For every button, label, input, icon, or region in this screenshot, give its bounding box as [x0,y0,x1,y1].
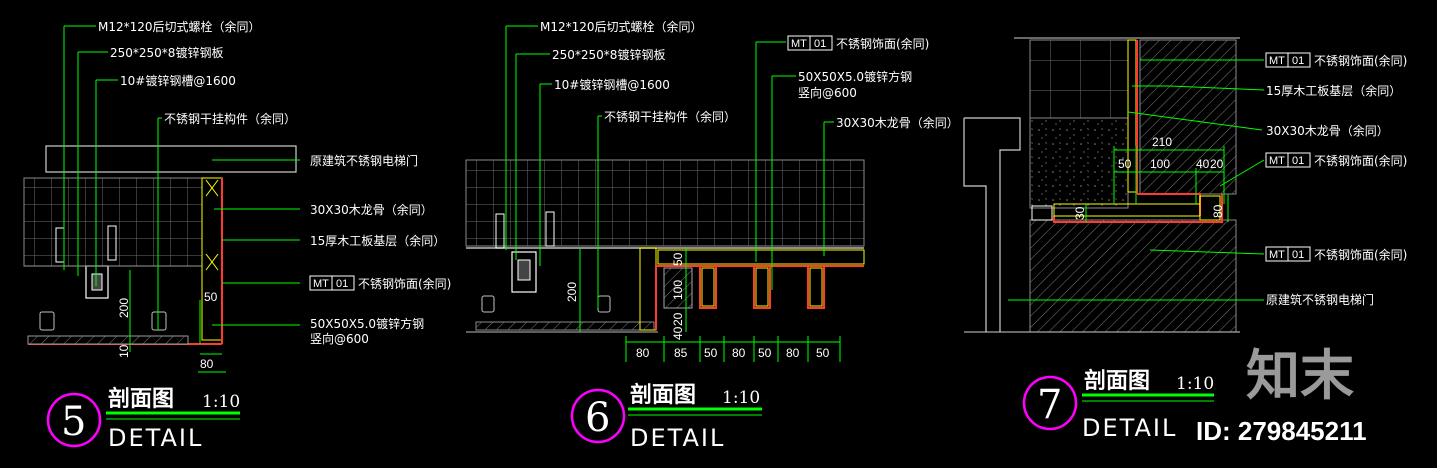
detail-number-5: 5 [61,399,86,445]
svg-text:01: 01 [1292,55,1304,67]
dim-200: 200 [117,298,131,318]
watermark-id: ID: 279845211 [1196,416,1367,446]
detail-number-6: 6 [585,395,610,441]
detail-7: MT 01 不锈钢饰面(余同) 15厚木工板基层（余同） 30X30木龙骨（余同… [963,37,1407,442]
dim-80a-6: 80 [636,346,650,360]
svg-text:01: 01 [336,278,348,290]
leader-lines-6 [505,25,834,308]
watermark-brand: 知末 [1246,344,1354,407]
watermark: 知末 ID: 279845211 [1196,344,1367,446]
material-tag-5: MT 01 [309,275,355,291]
section-title-7: 剖面图 [1084,368,1150,394]
callout-vertical-spacing-6: 竖向@600 [798,85,857,100]
detail-number-circle-5 [46,392,102,448]
dim-20-6: 20 [671,312,685,326]
svg-text:MT: MT [791,38,807,50]
detail-number-circle-7 [1022,375,1078,431]
dim-20-7: 20 [1210,157,1224,171]
dim-80c-6: 80 [786,346,800,360]
callout-plywood-base-7: 15厚木工板基层（余同） [1266,83,1401,98]
leader-lines-7 [1008,59,1265,301]
dim-100-7: 100 [1150,157,1170,171]
detail-number-circle-6 [570,388,626,444]
section-scale-5: 1:10 [202,392,240,412]
callout-wood-keel-7: 30X30木龙骨（余同） [1266,123,1389,138]
dim-85-6: 85 [674,346,688,360]
dim-50-6: 50 [671,252,685,266]
detail-label-5: DETAIL [108,424,203,452]
material-tag-7c: MT 01 [1265,246,1311,262]
svg-text:01: 01 [814,38,826,50]
callout-steel-plate: 250*250*8镀锌钢板 [110,46,223,60]
dim-30-7: 30 [1073,206,1087,220]
dim-80: 80 [200,357,214,371]
finish-profile-6 [655,265,864,330]
dim-80b-6: 80 [732,346,746,360]
callout-steel-plate-6: 250*250*8镀锌钢板 [552,48,665,62]
dim-50: 50 [204,290,218,304]
elevator-door-outline [45,145,297,173]
section-title-6: 剖面图 [630,382,696,408]
wood-keel-layer [201,177,223,341]
dim-40-7: 40 [1196,157,1210,171]
dim-50c-6: 50 [816,346,830,360]
callout-hanging-part: 不锈钢干挂构件（余同） [164,111,296,126]
detail-number-7: 7 [1037,382,1062,428]
callout-square-tube: 50X50X5.0镀锌方钢 [310,316,424,331]
callout-steel-finish-7c: 不锈钢饰面(余同) [1314,247,1407,262]
callout-hanging-part-6: 不锈钢干挂构件（余同） [604,109,736,124]
dim-50b-6: 50 [758,346,772,360]
dim-50-7: 50 [1118,157,1132,171]
callout-elevator-door-7: 原建筑不锈钢电梯门 [1266,292,1374,307]
svg-text:01: 01 [1292,155,1304,167]
detail-6: M12*120后切式螺栓（余同） 250*250*8镀锌钢板 10#镀锌钢槽@1… [465,19,959,452]
callout-square-tube-6: 50X50X5.0镀锌方钢 [798,69,912,84]
svg-text:MT: MT [1269,249,1285,261]
svg-text:01: 01 [1292,249,1304,261]
callout-steel-channel: 10#镀锌钢槽@1600 [120,74,236,88]
callout-bolt-6: M12*120后切式螺栓（余同） [540,19,703,34]
material-tag-7b: MT 01 [1265,152,1311,168]
dim-200-6: 200 [565,282,579,302]
callout-wood-keel: 30X30木龙骨（余同） [310,202,433,217]
callout-wood-keel-6: 30X30木龙骨（余同） [836,115,959,130]
callout-vertical-spacing: 竖向@600 [310,331,369,346]
callout-bolt: M12*120后切式螺栓（余同） [98,19,261,34]
detail-label-6: DETAIL [630,424,725,452]
callout-steel-finish-6: 不锈钢饰面(余同) [836,36,929,51]
wall-tile-area-7 [1029,39,1129,119]
dimension-lines-7 [1085,146,1229,222]
section-scale-6: 1:10 [722,388,760,408]
dimension-lines-5 [129,270,226,373]
dim-50a-6: 50 [704,346,718,360]
callout-steel-finish-7b: 不锈钢饰面(余同) [1314,153,1407,168]
dim-10: 10 [117,344,131,358]
leader-lines-5 [63,25,300,330]
dim-40-6: 40 [671,326,685,340]
dim-100-6: 100 [671,280,685,300]
section-scale-7: 1:10 [1176,374,1214,394]
material-tag-6: MT 01 [787,35,833,51]
svg-text:MT: MT [1269,155,1285,167]
detail-label-7: DETAIL [1082,414,1177,442]
callout-elevator-door: 原建筑不锈钢电梯门 [310,153,418,168]
callout-steel-finish-7a: 不锈钢饰面(余同) [1314,53,1407,68]
callout-steel-channel-6: 10#镀锌钢槽@1600 [554,78,670,92]
svg-text:MT: MT [313,278,329,290]
dim-210-7: 210 [1152,135,1172,149]
material-tag-7a: MT 01 [1265,52,1311,68]
dimension-lines-6 [579,248,841,362]
dim-80-7: 80 [1211,204,1225,218]
callout-steel-finish: 不锈钢饰面(余同) [358,276,451,291]
detail-5: M12*120后切式螺栓（余同） 250*250*8镀锌钢板 10#镀锌钢槽@1… [23,19,451,452]
wall-tile-area-6 [465,159,865,247]
callout-plywood-base: 15厚木工板基层（余同） [310,233,445,248]
wall-tile-area [23,177,203,267]
svg-text:MT: MT [1269,55,1285,67]
section-title-5: 剖面图 [108,386,174,412]
